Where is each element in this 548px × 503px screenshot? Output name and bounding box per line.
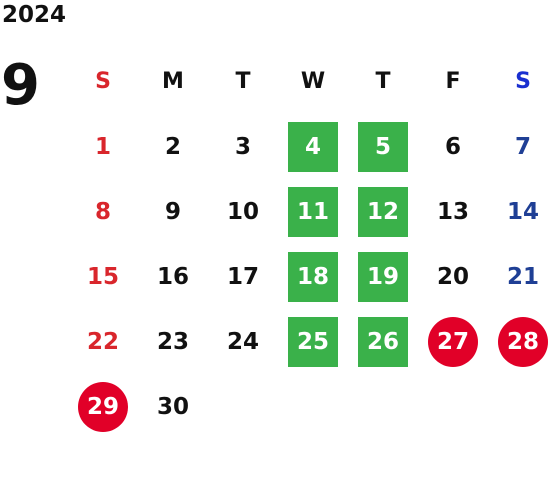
day-cell: 1 xyxy=(94,133,111,160)
day-cell: 10 xyxy=(226,198,259,225)
day-cell: 30 xyxy=(156,393,189,420)
day-cell: 17 xyxy=(226,263,259,290)
day-cell: 8 xyxy=(94,198,111,225)
day-cell: 9 xyxy=(164,198,181,225)
day-cell: 13 xyxy=(436,198,469,225)
red-day-badge: 29 xyxy=(78,381,128,432)
green-day-badge: 18 xyxy=(288,251,338,302)
weekday-saturday: S xyxy=(515,69,531,94)
day-cell: 20 xyxy=(436,263,469,290)
green-day-badge: 5 xyxy=(358,121,408,172)
weekday-friday: F xyxy=(445,69,461,94)
green-day-badge: 11 xyxy=(288,186,338,237)
day-cell: 14 xyxy=(506,198,539,225)
day-cell-highlighted: 12 xyxy=(348,179,418,244)
day-cell: 21 xyxy=(506,263,539,290)
red-day-badge: 27 xyxy=(428,316,478,367)
green-day-badge: 19 xyxy=(358,251,408,302)
calendar-year: 2024 xyxy=(2,2,67,28)
day-cell-highlighted: 25 xyxy=(278,309,348,374)
green-day-badge: 4 xyxy=(288,121,338,172)
day-cell: 22 xyxy=(86,328,119,355)
day-cell-highlighted: 27 xyxy=(418,309,488,374)
weekday-thursday: T xyxy=(375,69,391,94)
day-cell-highlighted: 29 xyxy=(68,374,138,439)
day-cell: 23 xyxy=(156,328,189,355)
day-cell-highlighted: 26 xyxy=(348,309,418,374)
day-cell-highlighted: 5 xyxy=(348,114,418,179)
weekday-sunday: S xyxy=(95,69,111,94)
day-cell: 24 xyxy=(226,328,259,355)
day-cell: 16 xyxy=(156,263,189,290)
day-cell: 3 xyxy=(234,133,251,160)
green-day-badge: 12 xyxy=(358,186,408,237)
calendar-month: 9 xyxy=(1,53,40,118)
day-cell-highlighted: 19 xyxy=(348,244,418,309)
day-cell: 2 xyxy=(164,133,181,160)
green-day-badge: 25 xyxy=(288,316,338,367)
red-day-badge: 28 xyxy=(498,316,548,367)
day-cell-highlighted: 11 xyxy=(278,179,348,244)
day-cell: 15 xyxy=(86,263,119,290)
weekday-monday: M xyxy=(162,69,184,94)
weekday-wednesday: W xyxy=(300,69,326,94)
day-cell: 7 xyxy=(514,133,531,160)
day-cell-highlighted: 18 xyxy=(278,244,348,309)
day-cell-highlighted: 4 xyxy=(278,114,348,179)
weekday-tuesday: T xyxy=(235,69,251,94)
day-cell: 6 xyxy=(444,133,461,160)
day-cell-highlighted: 28 xyxy=(488,309,548,374)
calendar-grid: S M T W T F S 1 2 3 4 5 6 7 8 9 10 11 12… xyxy=(68,49,548,439)
green-day-badge: 26 xyxy=(358,316,408,367)
